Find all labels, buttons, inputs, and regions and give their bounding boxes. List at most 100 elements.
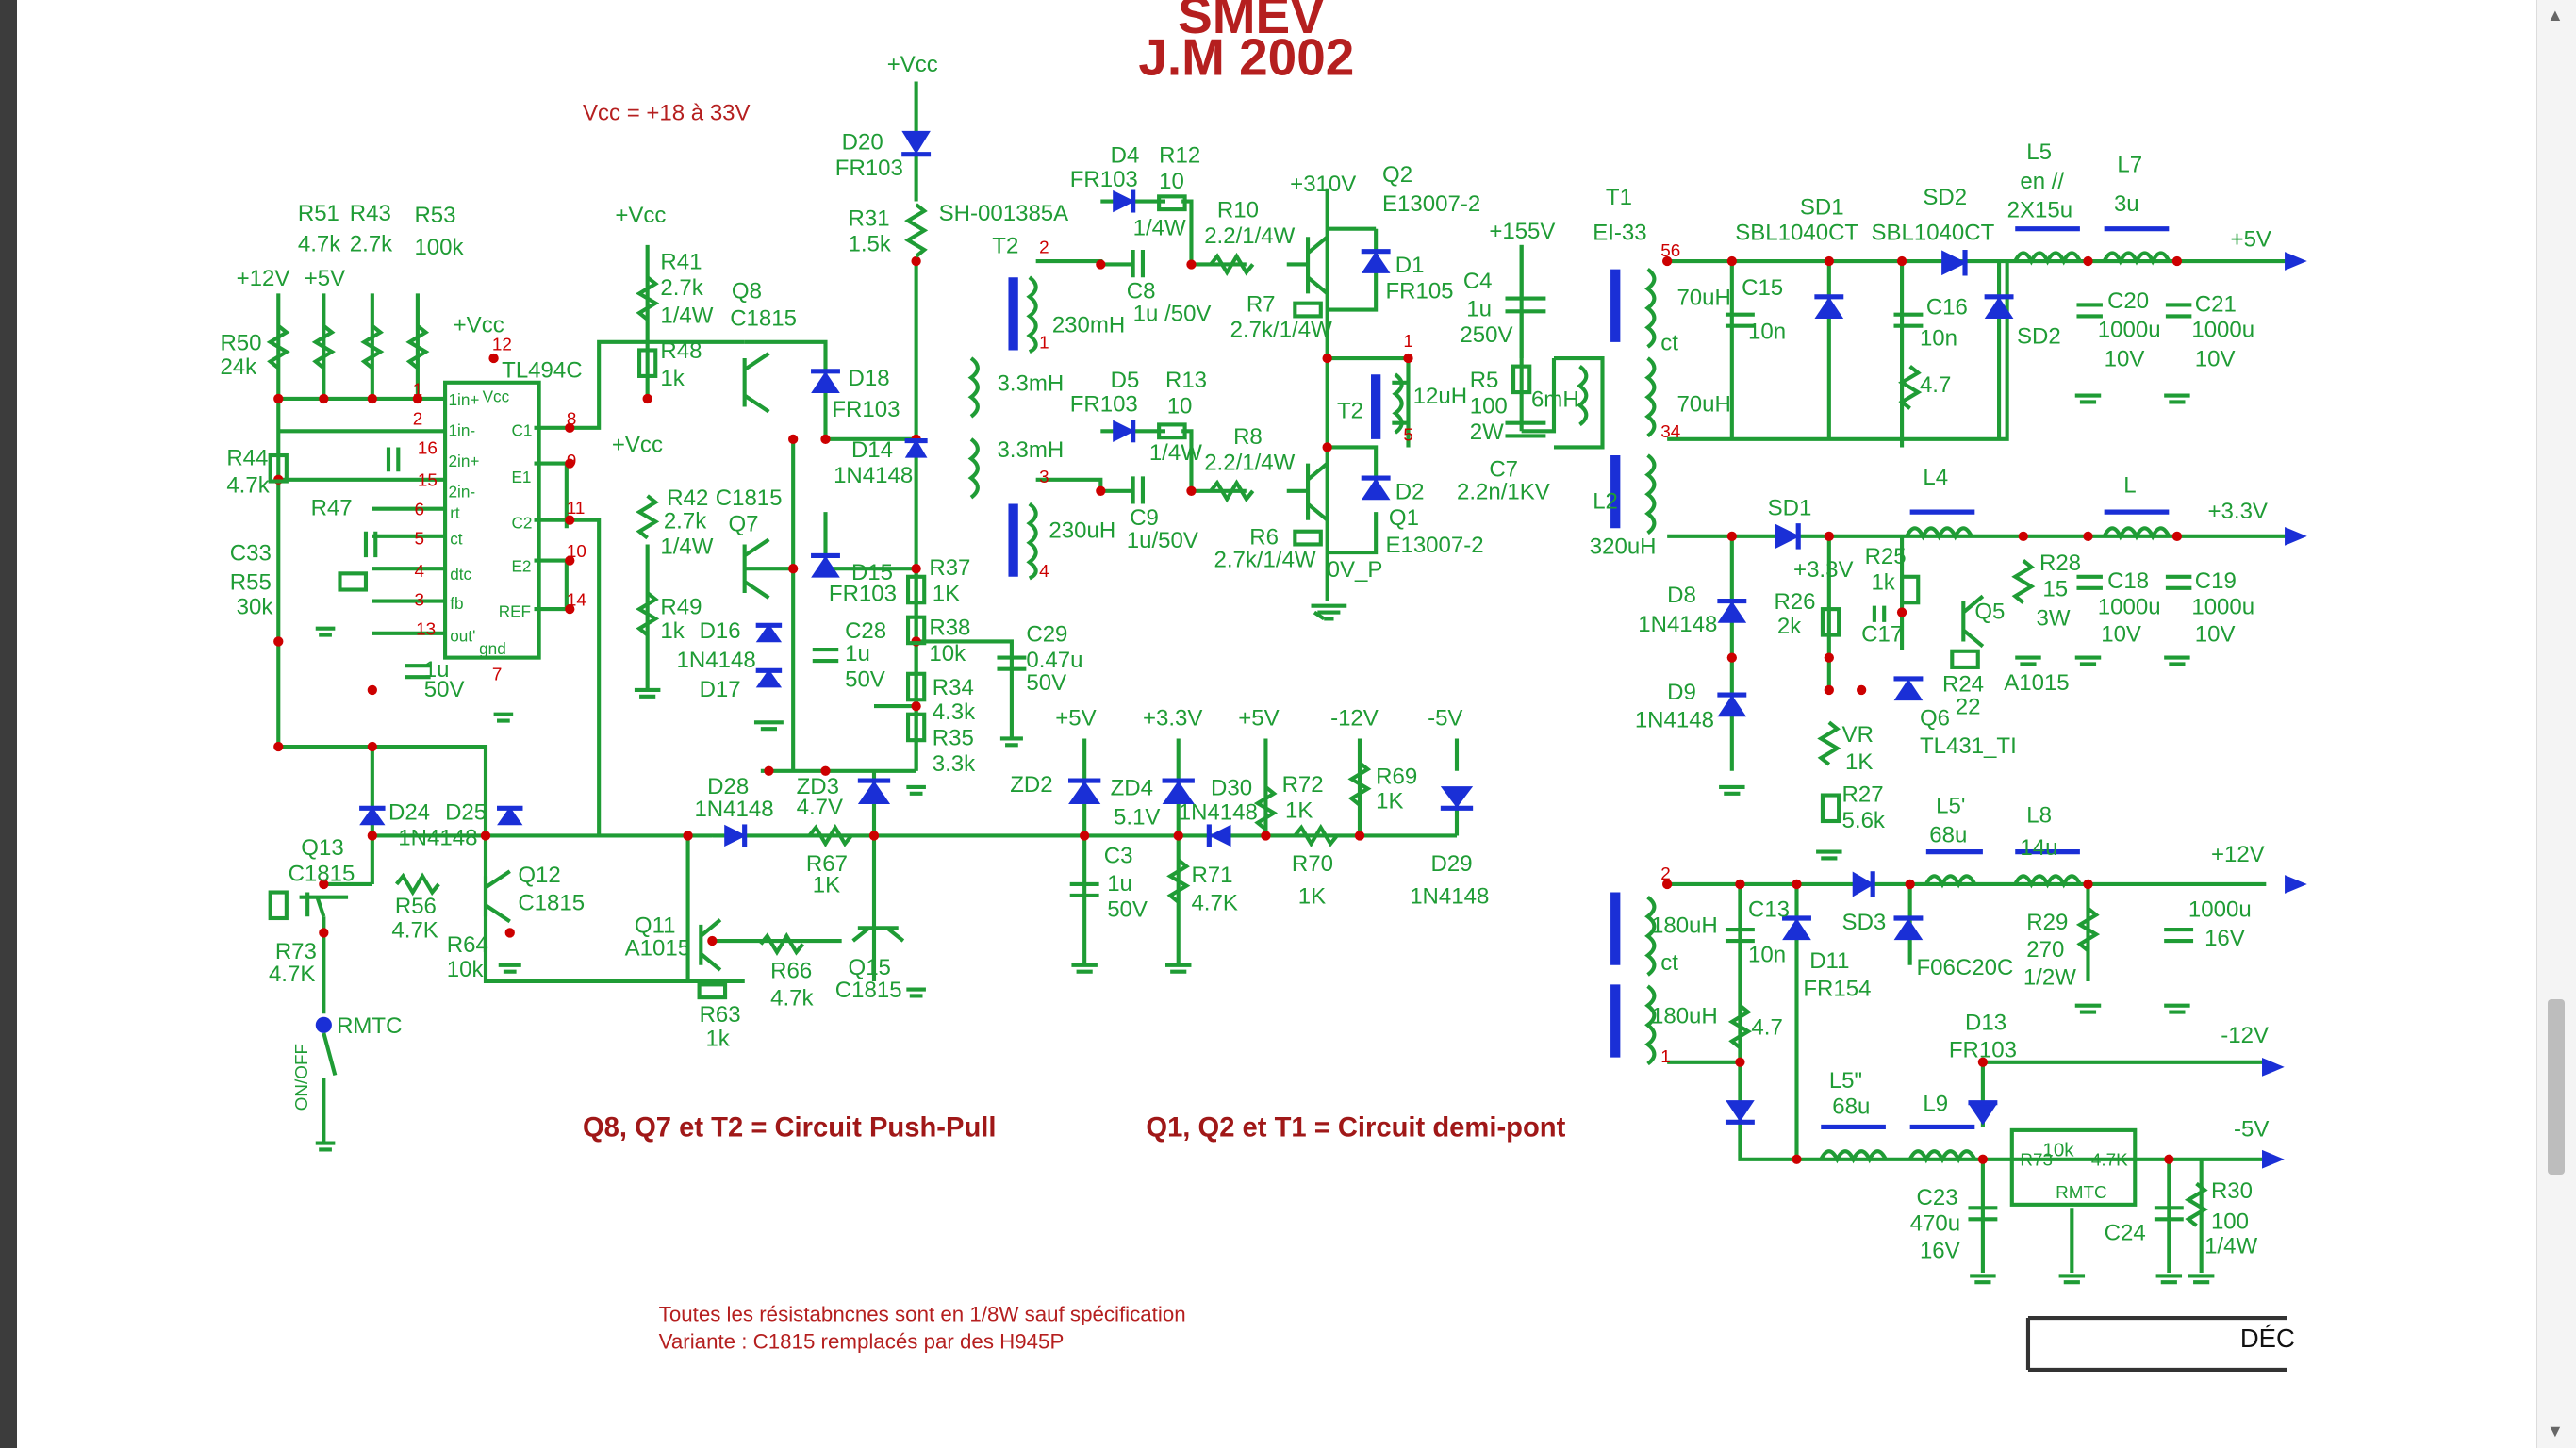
label-d20v: FR103 <box>835 156 903 181</box>
label-l2: L2 <box>1593 489 1618 515</box>
label-c7v: 2.2n/1KV <box>1457 479 1550 504</box>
label-c8: C8 <box>1127 279 1156 304</box>
label-r47c: 4.7 <box>1751 1015 1782 1041</box>
label-c18w: 10V <box>2101 621 2141 647</box>
label-d15v: FR103 <box>829 582 897 607</box>
label-r56: R56 <box>395 894 437 919</box>
label-c4v: 1u <box>1466 296 1492 321</box>
label-q13: Q13 <box>301 835 343 861</box>
label-t2p1: 1 <box>1039 334 1049 354</box>
label-l5ppv: 68u <box>1832 1094 1870 1120</box>
label-c50: 50V <box>424 677 465 702</box>
label-l70b: 70uH <box>1676 392 1730 418</box>
label-r26v: 2k <box>1777 614 1802 639</box>
label-sd2t: SD2 <box>1923 185 1967 210</box>
vcc-note: Vcc = +18 à 33V <box>583 101 751 126</box>
label-l8: L8 <box>2026 803 2052 829</box>
label-d5v: FR103 <box>1070 392 1138 418</box>
label-r5w: 2W <box>1470 420 1504 445</box>
label-l70a: 70uH <box>1676 285 1730 310</box>
reg-out-label: 4.7K <box>2091 1151 2128 1171</box>
label-r24: R24 <box>1942 672 1984 698</box>
label-c16: C16 <box>1926 295 1968 321</box>
label-c13: C13 <box>1748 897 1790 922</box>
tl494-ic <box>443 380 541 660</box>
label-c16v: 10n <box>1920 325 1957 351</box>
label-zd4: ZD4 <box>1111 776 1153 801</box>
label-r38v: 10k <box>929 641 966 666</box>
label-t2p3: 3 <box>1039 468 1049 487</box>
label-d13v: FR103 <box>1949 1038 2017 1063</box>
label-l5pp: L5" <box>1829 1068 1862 1094</box>
label-r41: R41 <box>660 250 702 275</box>
label-q15v: C1815 <box>835 978 902 1003</box>
label-r51v: 4.7k <box>298 232 341 257</box>
label-r67v: 1K <box>813 873 840 898</box>
label-p5d: +5V <box>1238 706 1279 732</box>
label-c28w: 50V <box>845 667 885 693</box>
label-m12b: -12V <box>2221 1023 2269 1048</box>
label-sd1t: SD1 <box>1800 194 1844 220</box>
label-d18v: FR103 <box>832 397 900 422</box>
label-r29: R29 <box>2026 910 2068 935</box>
label-q15: Q15 <box>849 955 891 980</box>
label-c4: C4 <box>1463 269 1493 294</box>
label-q12v: C1815 <box>518 890 585 915</box>
label-q8: Q8 <box>732 279 762 304</box>
label-c9v: 1u/50V <box>1127 528 1198 553</box>
label-l33b: 3.3mH <box>997 437 1064 463</box>
title-block-text: DÉC <box>2240 1324 2295 1353</box>
label-rmtc: RMTC <box>337 1013 402 1039</box>
label-c1000: 1000u <box>2188 897 2252 922</box>
label-r56v: 4.7K <box>391 918 438 944</box>
label-d17: D17 <box>700 677 741 702</box>
scroll-down-arrow-icon[interactable]: ▼ <box>2547 1422 2564 1440</box>
label-c33: C33 <box>230 541 272 567</box>
label-l2v: 320uH <box>1590 535 1657 560</box>
label-r43v: 2.7k <box>350 232 393 257</box>
label-n1: 1 <box>413 381 422 401</box>
label-r70: R70 <box>1292 851 1333 877</box>
reg-name-label: 10k <box>2042 1139 2074 1160</box>
label-tl494: TL494C <box>502 358 582 384</box>
label-r28w: 3W <box>2037 605 2071 631</box>
note-push-pull: Q8, Q7 et T2 = Circuit Push-Pull <box>583 1113 997 1144</box>
label-r50: R50 <box>220 330 261 355</box>
vertical-scrollbar[interactable] <box>2536 0 2576 1448</box>
label-r34v: 4.3k <box>933 699 976 725</box>
label-r47: R47 <box>311 496 353 521</box>
label-p33c: +3.3V <box>1143 706 1202 732</box>
label-r71v: 4.7K <box>1191 890 1237 915</box>
capacitors <box>363 244 2194 1222</box>
label-pin2inm: 2in- <box>449 483 476 502</box>
label-r12w: 1/4W <box>1133 216 1186 241</box>
label-v310: +310V <box>1290 172 1356 197</box>
label-q1: Q1 <box>1389 505 1419 531</box>
label-m12: -12V <box>1330 706 1379 732</box>
label-c9: C9 <box>1130 505 1159 531</box>
label-r42v: 2.7k <box>664 508 707 534</box>
label-pinc1: C1 <box>511 420 532 439</box>
label-pindtc: dtc <box>450 565 471 584</box>
scroll-up-arrow-icon[interactable]: ▲ <box>2547 6 2564 25</box>
label-r37: R37 <box>929 555 970 581</box>
label-c18: C18 <box>2107 568 2149 594</box>
scrollbar-thumb[interactable] <box>2548 999 2565 1175</box>
label-d28v: 1N4148 <box>694 797 773 822</box>
label-q11v: A1015 <box>625 935 690 961</box>
label-pine1: E1 <box>511 468 531 486</box>
regulator-7905 <box>2009 1127 2138 1207</box>
label-c16v2: 16V <box>2204 926 2245 951</box>
label-d9: D9 <box>1667 680 1696 705</box>
label-pinout: out' <box>450 626 475 645</box>
label-n3: 3 <box>414 591 424 611</box>
label-c28: C28 <box>845 618 886 644</box>
label-d11v: FR154 <box>1803 976 1871 1001</box>
label-r48: R48 <box>660 338 702 364</box>
label-n2: 2 <box>413 409 422 429</box>
label-m5b: -5V <box>2234 1117 2269 1143</box>
label-zd2: ZD2 <box>1010 772 1052 798</box>
label-c19: C19 <box>2195 568 2237 594</box>
label-l9: L9 <box>1923 1091 1948 1116</box>
wires <box>276 81 2299 1273</box>
